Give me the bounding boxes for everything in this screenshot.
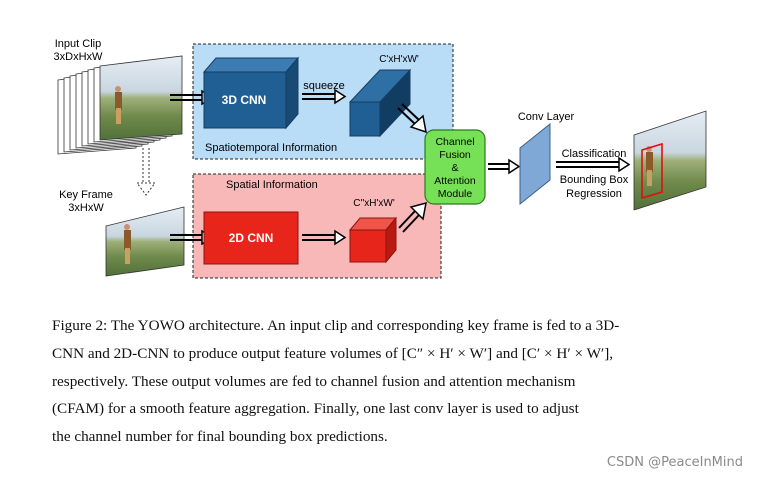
output-frame-image: [633, 110, 707, 211]
bounding-box: [641, 142, 663, 200]
cfam-line-4: Attention: [434, 175, 476, 187]
caption-line: the channel number for final bounding bo…: [52, 428, 388, 446]
conv-layer-label: Conv Layer: [518, 111, 575, 123]
cfam-line-5: Module: [438, 188, 473, 200]
output-2d-volume: [348, 216, 398, 264]
caption-line: (CFAM) for a smooth feature aggregation.…: [52, 400, 579, 418]
classification-label: Classification: [562, 148, 627, 160]
cnn2d-to-output-arrow: [302, 229, 347, 246]
input-clip-frames: [57, 55, 183, 155]
bbox-regression-line-1: Bounding Box: [560, 174, 629, 186]
spatiotemporal-label: Spatiotemporal Information: [205, 142, 337, 154]
figure-caption: Figure 2: The YOWO architecture. An inpu…: [52, 312, 707, 451]
output-2d-dims: C''xH'xW': [353, 198, 395, 209]
cnn2d-label: 2D CNN: [229, 231, 274, 245]
spatial-label: Spatial Information: [226, 179, 318, 191]
cnn3d-block: [202, 56, 300, 130]
key-frame-dims: 3xHxW: [68, 202, 104, 214]
squeeze-arrow: [302, 88, 347, 105]
cfam-line-2: Fusion: [439, 149, 471, 161]
cnn2d-block: [203, 211, 299, 265]
cfam-to-conv-arrow: [488, 158, 521, 175]
output-3d-dims: C'xH'xW': [379, 54, 419, 65]
output-3d-volume: [348, 68, 412, 138]
output-3d-to-cfam-arrow: [397, 103, 427, 134]
conv-layer: [519, 122, 551, 206]
cfam-module: [424, 129, 486, 205]
squeeze-label: squeeze: [303, 80, 345, 92]
keyframe-extraction-arrow: [136, 148, 156, 196]
input-clip-label: Input Clip: [55, 38, 101, 50]
bbox-regression-line-2: Regression: [566, 188, 622, 200]
key-frame-label: Key Frame: [59, 189, 113, 201]
cnn3d-label: 3D CNN: [222, 93, 267, 107]
caption-line: CNN and 2D-CNN to produce output feature…: [52, 344, 614, 362]
output-2d-to-cfam-arrow: [398, 201, 427, 233]
conv-to-output-arrow: [556, 156, 631, 173]
cfam-line-3: &: [451, 162, 458, 174]
caption-line: Figure 2: The YOWO architecture. An inpu…: [52, 317, 620, 334]
cfam-line-1: Channel: [435, 136, 474, 148]
caption-line: respectively. These output volumes are f…: [52, 372, 576, 390]
yowo-diagram: 3D CNN squeeze C'xH'xW' Spatiotemporal I…: [54, 38, 707, 279]
input-clip-dims: 3xDxHxW: [54, 51, 104, 63]
key-frame-image: [105, 206, 185, 277]
watermark: CSDN @PeaceInMind: [606, 455, 743, 470]
